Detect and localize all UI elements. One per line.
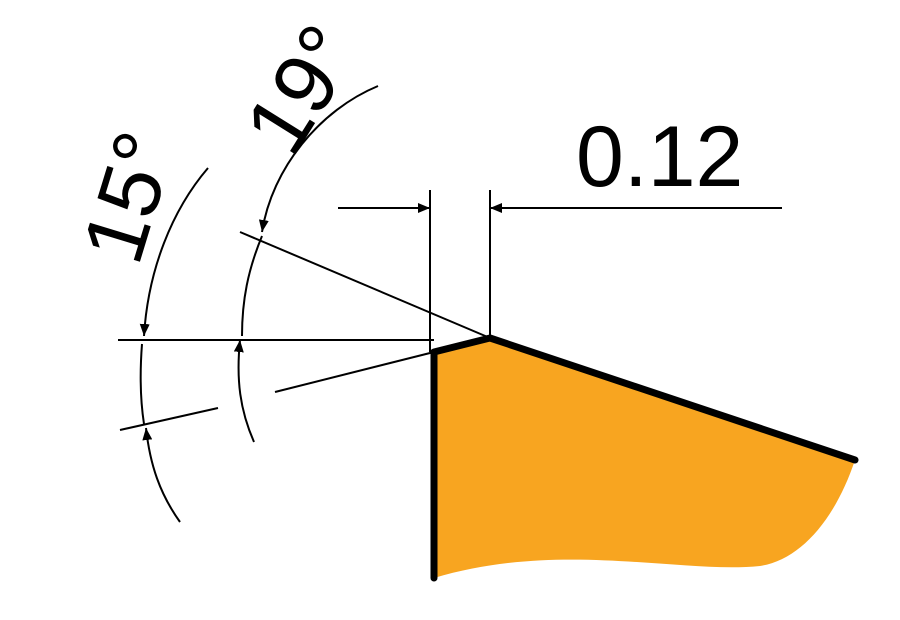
chamfer-19-extension-line [239,231,491,339]
angle-15-arc-lower [142,427,181,523]
angle-19-arc [258,85,379,233]
chamfer-15-extension-line-segment [119,407,219,431]
angle-15-arc-mid [139,343,145,425]
angle-19-arc-mid [241,235,263,337]
angle-15-arc-upper [139,167,209,337]
chamfer-15-extension-line [274,351,435,393]
angle-19-arc-lower [233,339,255,443]
insert-edge-outline [430,334,859,582]
angle-19-label: 19° [227,9,377,170]
angle-15-label: 15° [64,121,194,273]
insert-body [434,338,855,578]
width-dimension-label: 0.12 [576,109,743,205]
